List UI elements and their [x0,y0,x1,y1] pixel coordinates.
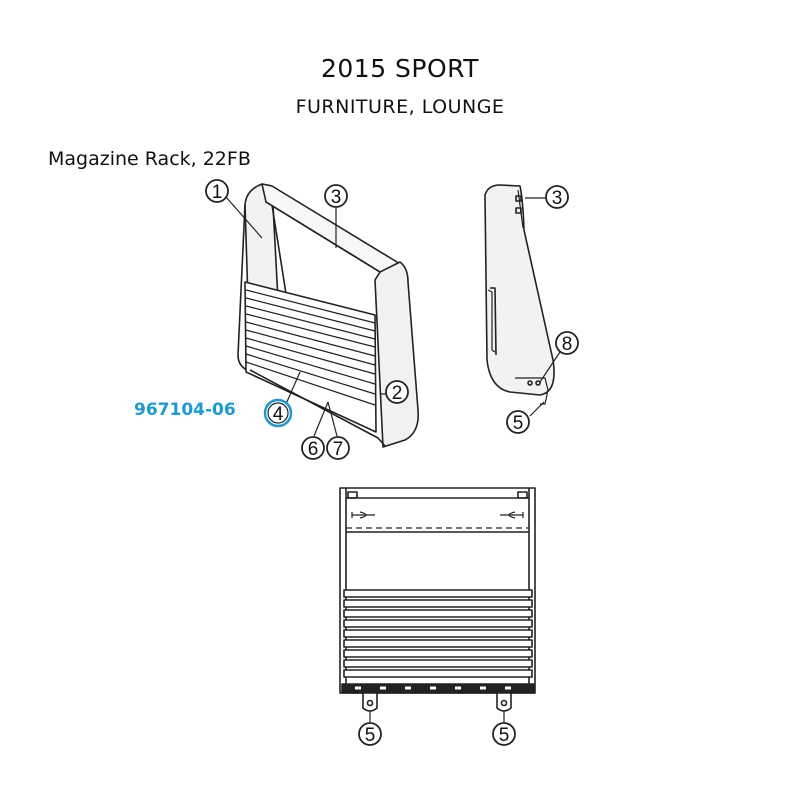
svg-text:8: 8 [562,334,573,355]
callout-3-side[interactable]: 3 [545,185,569,209]
callout-5-front-right[interactable]: 5 [492,722,516,746]
bottom-rail[interactable] [341,683,535,694]
svg-text:6: 6 [308,439,319,460]
diagram-subtitle: Magazine Rack, 22FB [48,148,251,170]
svg-text:3: 3 [331,187,342,208]
svg-text:1: 1 [212,182,223,203]
callout-6[interactable]: 6 [301,436,325,460]
front-view-slats [343,589,533,678]
left-bracket[interactable] [362,692,378,712]
callout-2[interactable]: 2 [385,380,409,404]
svg-text:5: 5 [513,413,524,434]
side-profile[interactable] [484,184,555,396]
right-side-panel[interactable] [374,261,420,448]
svg-text:7: 7 [333,439,344,460]
svg-text:4: 4 [273,404,284,425]
svg-text:3: 3 [552,188,563,209]
perspective-view [225,183,420,448]
right-bracket[interactable] [496,692,512,712]
side-view [484,184,561,417]
svg-text:2: 2 [392,383,403,404]
svg-text:5: 5 [365,725,376,746]
callout-1[interactable]: 1 [205,179,229,203]
callout-7[interactable]: 7 [326,436,350,460]
callout-8[interactable]: 8 [555,331,579,355]
left-side-panel[interactable] [244,183,279,301]
category-heading: FURNITURE, LOUNGE [295,96,505,118]
svg-text:5: 5 [499,725,510,746]
page-title: 2015 SPORT [320,54,479,83]
callout-3-perspective[interactable]: 3 [324,184,348,208]
front-slats [245,289,376,406]
front-view [339,487,536,722]
callout-5-side[interactable]: 5 [506,410,530,434]
callout-5-front-left[interactable]: 5 [358,722,382,746]
callout-4-highlighted[interactable]: 4 [263,398,293,428]
highlighted-part-number[interactable]: 967104-06 [134,400,236,420]
